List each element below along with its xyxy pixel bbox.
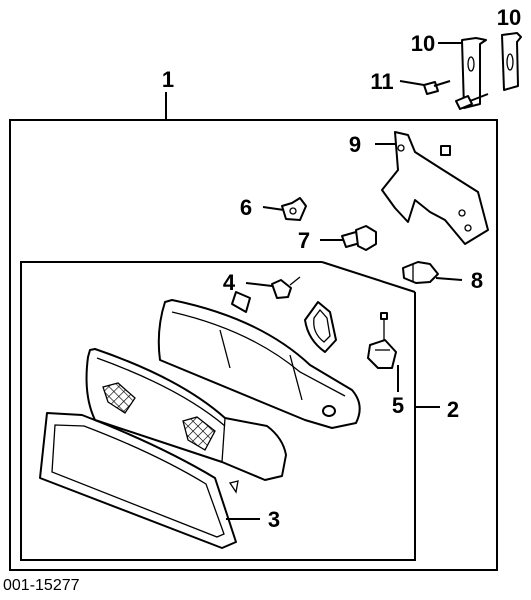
bracket-10b	[501, 32, 522, 91]
callout-4: 4	[223, 270, 236, 295]
callout-1: 1	[162, 67, 174, 92]
headlamp-housing	[157, 291, 361, 429]
clip-6	[281, 197, 307, 221]
callout-9: 9	[349, 132, 361, 157]
callout-6: 6	[240, 195, 252, 220]
callout-2: 2	[447, 397, 459, 422]
assembly-frame-inner	[20, 261, 416, 561]
callout-10a: 10	[411, 31, 435, 56]
bulb-socket-5	[367, 312, 397, 369]
callout-3: 3	[268, 507, 280, 532]
assembly-frame-outer	[9, 119, 498, 571]
mounting-bracket-9	[381, 131, 489, 245]
headlamp-lens	[85, 348, 287, 481]
bolt-11b	[455, 93, 489, 110]
callout-7: 7	[298, 228, 310, 253]
bulb-8	[402, 261, 439, 284]
callout-8: 8	[471, 268, 483, 293]
leader-lines	[165, 42, 463, 520]
bolt-11a	[423, 80, 451, 95]
callout-10b: 10	[497, 5, 521, 30]
figure-id: 001-15277	[3, 577, 80, 594]
bulb-socket-4	[271, 276, 301, 299]
socket-seal	[304, 301, 337, 353]
callout-11: 11	[370, 69, 393, 94]
bulb-7	[341, 225, 377, 251]
callout-5: 5	[392, 393, 404, 418]
